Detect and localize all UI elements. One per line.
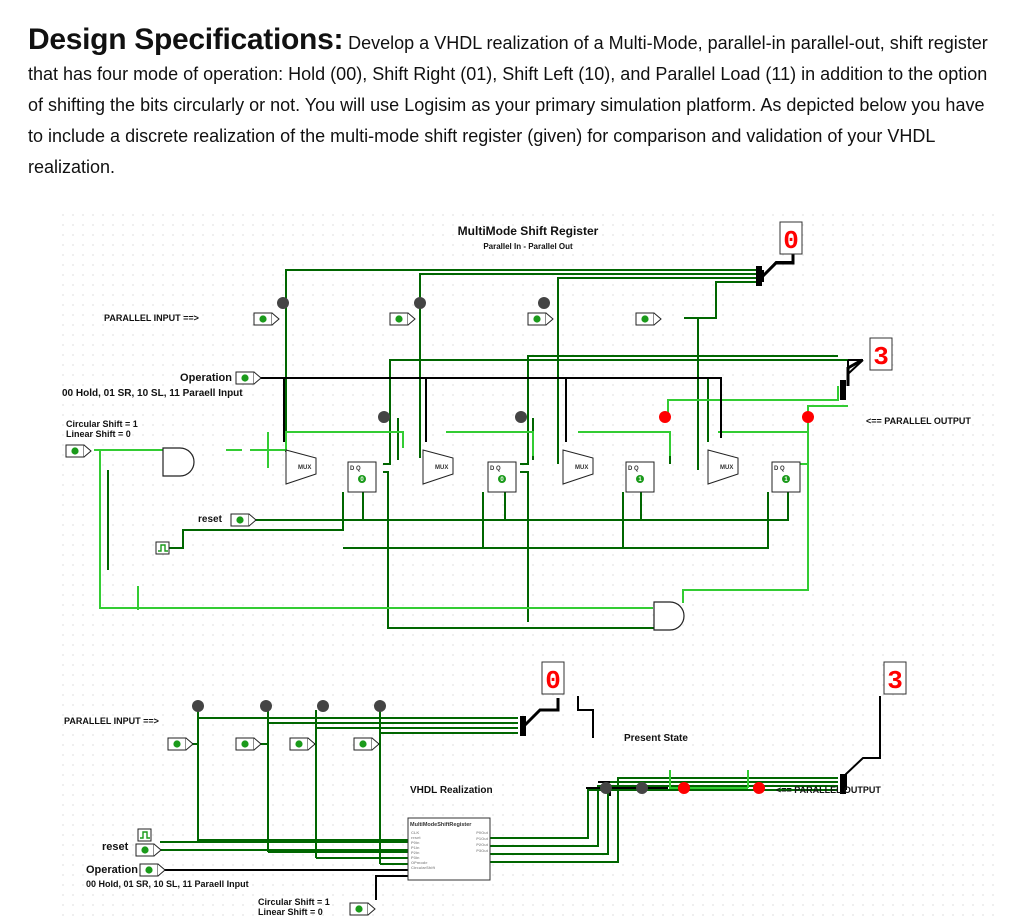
vhdl-in-7: CircularShift [411, 865, 436, 870]
vhdl-in-6: OPmode [411, 860, 428, 865]
vhdl-component[interactable] [407, 817, 491, 881]
bottom-input-pin-0[interactable] [167, 737, 194, 751]
top-linear-label: Linear Shift = 0 [66, 429, 131, 439]
circuit-diagram: MultiMode Shift Register Parallel In - P… [62, 221, 971, 917]
spec-heading: Design Specifications: [28, 23, 344, 56]
bottom-circular-shift-pin[interactable] [349, 902, 376, 916]
mux-1 [422, 449, 454, 485]
top-input-pin-0[interactable] [253, 312, 280, 326]
dff-label-2: D Q [628, 466, 639, 472]
vhdl-in-5: P3in [411, 855, 420, 860]
dff-bit-1: 0 [500, 477, 504, 483]
top-output-leds [659, 411, 814, 423]
mux-label-3: MUX [720, 465, 733, 471]
bottom-output-hex-digit: 3 [887, 666, 903, 696]
top-input-hex-digit: 0 [783, 226, 799, 256]
bottom-circular-label: Circular Shift = 1 [258, 897, 330, 907]
mux-label-1: MUX [435, 465, 448, 471]
bottom-clock-pin[interactable] [137, 828, 152, 842]
top-and-gate-1 [162, 447, 195, 477]
bottom-parallel-input-label: PARALLEL INPUT ==> [64, 716, 159, 726]
dff-bit-0: 0 [360, 477, 364, 483]
top-output-hex-digit: 3 [873, 342, 889, 372]
top-circular-shift-pin[interactable] [65, 444, 92, 458]
top-circuit-title: MultiMode Shift Register [458, 224, 599, 238]
top-circular-label: Circular Shift = 1 [66, 419, 138, 429]
dff-label-1: D Q [490, 466, 501, 472]
top-reset-pin[interactable] [230, 513, 257, 527]
present-state-label: Present State [624, 733, 688, 744]
logisim-canvas[interactable]: MultiMode Shift Register Parallel In - P… [58, 210, 998, 922]
top-reset-label: reset [198, 514, 223, 525]
mux-label-2: MUX [575, 465, 588, 471]
vhdl-out-1: P1Out [476, 836, 488, 841]
bottom-linear-label: Linear Shift = 0 [258, 907, 323, 917]
bottom-reset-label: reset [102, 841, 129, 853]
bottom-input-pin-3[interactable] [353, 737, 380, 751]
top-output-hex-display [869, 337, 893, 371]
top-parallel-input-label: PARALLEL INPUT ==> [104, 313, 199, 323]
bottom-input-pin-1[interactable] [235, 737, 262, 751]
design-specifications: Design Specifications: Develop a VHDL re… [28, 24, 1003, 183]
vhdl-in-1: reset [411, 835, 421, 840]
top-operation-pin[interactable] [235, 371, 262, 385]
top-and-gate-2 [653, 601, 685, 631]
top-circuit-subtitle: Parallel In - Parallel Out [483, 242, 573, 251]
dff-bit-2: 1 [638, 477, 642, 483]
vhdl-out-3: P3Out [476, 848, 488, 853]
bottom-input-pin-2[interactable] [289, 737, 316, 751]
bottom-output-hex-display [883, 661, 907, 695]
bottom-probes [192, 700, 648, 794]
dff-label-0: D Q [350, 466, 361, 472]
vhdl-in-4: P2in [411, 850, 420, 855]
vhdl-realization-label: VHDL Realization [410, 785, 493, 796]
top-operation-modes: 00 Hold, 01 SR, 10 SL, 11 Paraell Input [62, 388, 243, 399]
top-probes [277, 297, 550, 423]
top-input-pin-1[interactable] [389, 312, 416, 326]
dff-label-3: D Q [774, 466, 785, 472]
vhdl-out-2: P2Out [476, 842, 488, 847]
top-input-pin-2[interactable] [527, 312, 554, 326]
bottom-operation-modes: 00 Hold, 01 SR, 10 SL, 11 Paraell Input [86, 879, 249, 889]
bottom-reset-pin[interactable] [135, 843, 162, 857]
top-input-hex-display [779, 221, 803, 255]
bottom-input-hex-digit: 0 [545, 666, 561, 696]
vhdl-component-name: MultiModeShiftRegister [410, 822, 472, 828]
mux-2 [562, 449, 594, 485]
vhdl-in-0: CLK [411, 830, 419, 835]
bottom-parallel-output-label: <== PARALLEL OUTPUT [776, 785, 881, 795]
bottom-output-leds [678, 782, 765, 794]
dff-bit-3: 1 [784, 477, 788, 483]
top-parallel-output-label: <== PARALLEL OUTPUT [866, 416, 971, 426]
bottom-input-hex-display [541, 661, 565, 695]
mux-label-0: MUX [298, 465, 311, 471]
vhdl-out-0: P0Out [476, 830, 488, 835]
bottom-operation-pin[interactable] [139, 863, 166, 877]
top-input-pin-3[interactable] [635, 312, 662, 326]
top-clock-pin[interactable] [155, 541, 170, 555]
top-operation-label: Operation [180, 372, 232, 384]
bottom-operation-label: Operation [86, 864, 138, 876]
vhdl-in-2: P0in [411, 840, 420, 845]
mux-3 [707, 449, 739, 485]
vhdl-in-3: P1in [411, 845, 420, 850]
mux-0 [285, 449, 317, 485]
spec-body: Develop a VHDL realization of a Multi-Mo… [28, 33, 988, 177]
